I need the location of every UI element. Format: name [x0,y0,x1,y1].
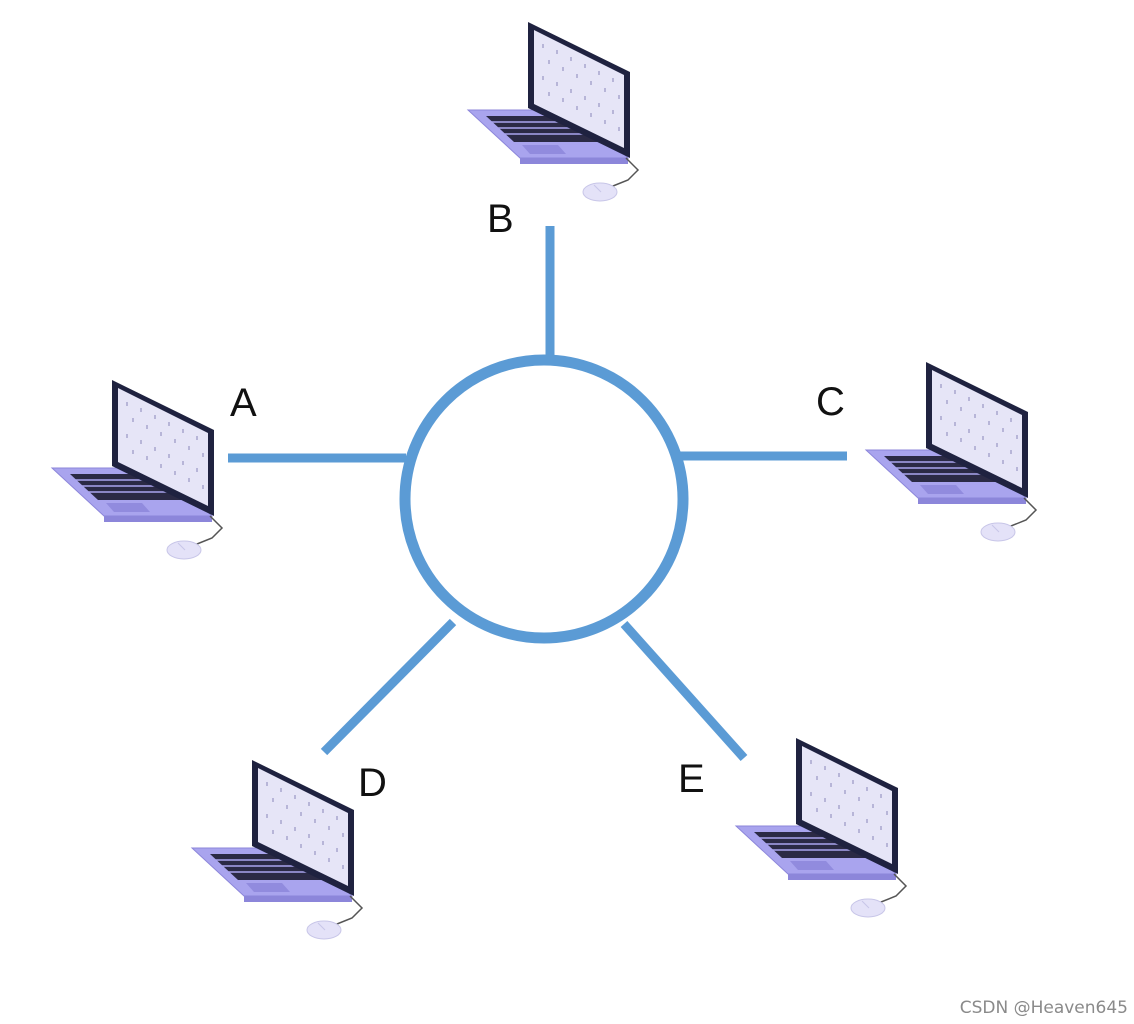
node-label-c: C [816,380,845,424]
laptop-icon [865,361,1037,542]
link-e [620,620,748,762]
laptop-icon [51,379,223,560]
node-label-d: D [358,761,387,805]
laptop-icon [191,759,363,940]
node-label-a: A [230,381,257,425]
node-label-b: B [487,197,514,241]
node-label-e: E [678,757,705,801]
laptop-icon [467,21,639,202]
laptop-icon [735,737,907,918]
link-d [320,618,457,756]
watermark: CSDN @Heaven645 [959,998,1128,1018]
ring-icon [399,354,689,644]
